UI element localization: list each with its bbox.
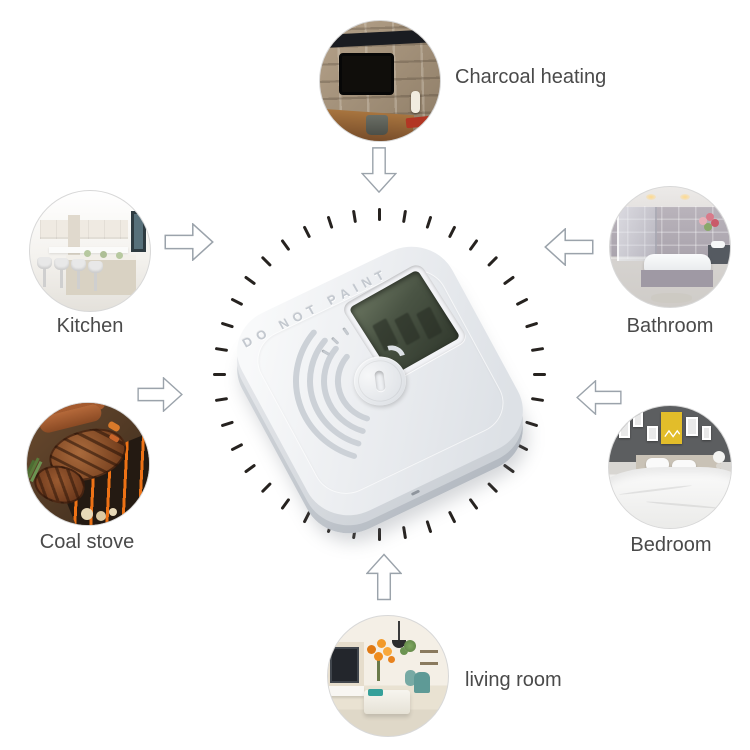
tick-mark	[260, 481, 272, 493]
scene-label-kitchen: Kitchen	[56, 315, 124, 337]
chair	[404, 670, 416, 686]
wall-shelf	[420, 661, 439, 666]
teal-throw	[367, 689, 384, 697]
ceiling-light	[646, 194, 656, 201]
plants	[84, 249, 91, 257]
vanity	[708, 244, 730, 264]
tick-mark	[229, 442, 243, 451]
tick-mark	[486, 481, 498, 493]
arrow-up-icon	[366, 553, 402, 601]
tick-mark	[260, 255, 272, 267]
sink	[710, 241, 726, 249]
tick-mark	[524, 321, 538, 328]
arrow-right-icon	[164, 223, 214, 261]
window	[130, 211, 147, 253]
hanging-plant	[403, 640, 416, 652]
arrow-down-icon	[361, 147, 397, 193]
red-book	[405, 115, 433, 128]
scene-label-charcoal-heating: Charcoal heating	[455, 66, 607, 88]
tick-mark	[377, 527, 381, 541]
arrow-left-icon	[576, 380, 622, 415]
ceiling-light	[679, 194, 690, 201]
tick-mark	[214, 346, 228, 352]
shower-glass	[617, 207, 658, 262]
bucket	[365, 115, 388, 135]
tick-mark	[279, 238, 290, 251]
firebox	[339, 53, 395, 96]
tick-mark	[214, 396, 228, 402]
bar-stool	[54, 258, 69, 289]
tick-mark	[447, 224, 456, 238]
bath-rug	[650, 292, 692, 304]
tick-mark	[530, 396, 544, 402]
media-console	[328, 685, 364, 697]
arrow-right-icon	[137, 377, 183, 412]
picture-frame	[618, 420, 630, 438]
upper-cabinets	[39, 219, 129, 239]
picture-frame	[646, 425, 658, 442]
picture-frame	[701, 425, 712, 441]
lcd-ghost-digit	[416, 306, 443, 340]
scene-label-bedroom: Bedroom	[630, 534, 712, 556]
tv	[330, 647, 360, 684]
kitchen-photo	[29, 190, 151, 312]
tick-mark	[502, 463, 515, 474]
tick-mark	[425, 519, 432, 533]
tick-mark	[302, 224, 311, 238]
duvet	[609, 467, 731, 528]
tick-mark	[401, 525, 407, 539]
picture-frame	[685, 416, 699, 437]
scene-label-living-room: living room	[465, 669, 562, 691]
tick-mark	[212, 372, 226, 376]
living-room-photo	[327, 615, 449, 737]
device-front-face: DO NOT PAINT	[221, 231, 539, 531]
tick-mark	[279, 497, 290, 510]
tick-mark	[377, 207, 381, 221]
teal-chair	[414, 672, 430, 693]
tick-mark	[502, 274, 515, 285]
flower-stem	[377, 659, 381, 681]
speaker-grille-icon	[293, 329, 371, 459]
bathtub	[643, 254, 711, 273]
arrow-left-icon	[544, 228, 594, 266]
tick-mark	[425, 215, 432, 229]
bar-stool	[70, 259, 86, 290]
scene-label-bathroom: Bathroom	[626, 315, 714, 337]
tick-mark	[486, 255, 498, 267]
pendant-lamp	[391, 620, 406, 649]
tick-mark	[515, 297, 529, 306]
tick-mark	[326, 215, 333, 229]
bar-stool	[37, 257, 53, 287]
bathroom-photo	[609, 186, 731, 308]
tick-mark	[468, 238, 479, 251]
picture-frame	[633, 412, 644, 427]
flowers	[706, 213, 715, 222]
tick-mark	[447, 510, 456, 524]
bathtub-front	[641, 269, 714, 287]
barbecue-grill-photo	[26, 402, 150, 526]
tick-mark	[468, 497, 479, 510]
scene-label-coal-stove: Coal stove	[39, 531, 135, 553]
wall-shelf	[420, 649, 439, 654]
fireplace-photo	[319, 20, 441, 142]
tick-mark	[229, 297, 243, 306]
tick-mark	[532, 372, 546, 376]
tick-mark	[530, 346, 544, 352]
side-vent	[410, 489, 421, 496]
orange-flowers	[373, 652, 383, 661]
tick-mark	[243, 463, 256, 474]
button-slot	[374, 370, 386, 392]
yellow-poster	[661, 412, 683, 444]
tick-mark	[401, 209, 407, 223]
candle	[410, 91, 420, 114]
bar-stool	[87, 260, 103, 291]
tick-mark	[243, 274, 256, 285]
garlic-cloves	[80, 508, 93, 521]
bedroom-photo	[608, 405, 732, 529]
tick-mark	[351, 209, 357, 223]
tick-mark	[220, 420, 234, 427]
bedside-lamp	[712, 451, 725, 464]
